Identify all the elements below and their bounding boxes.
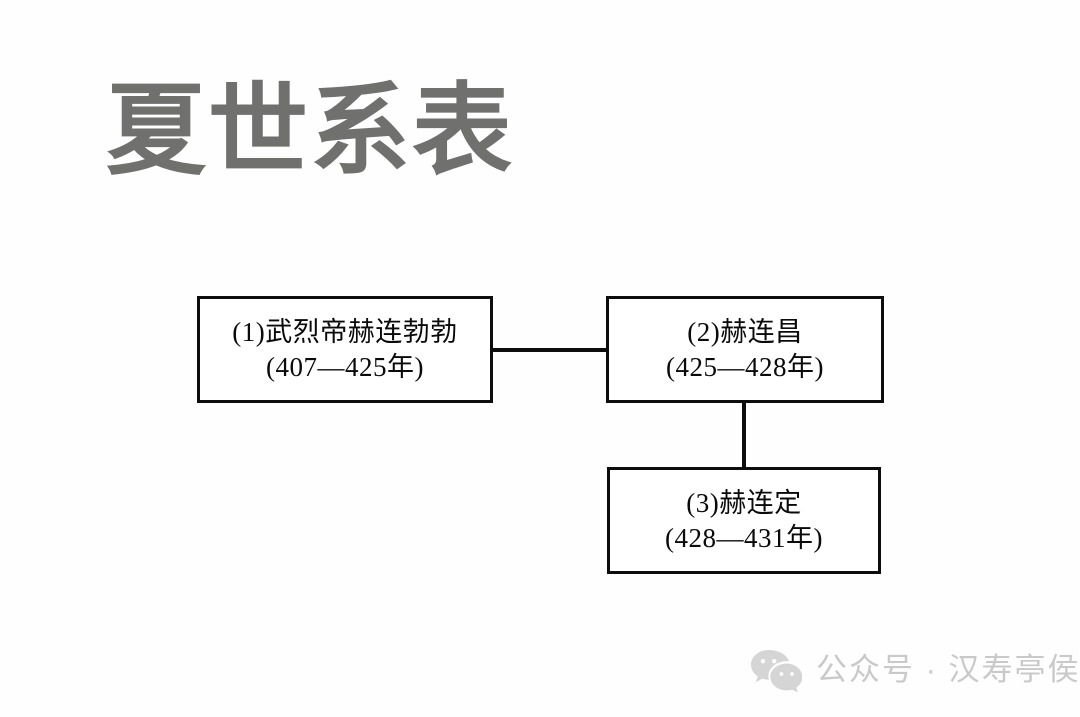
wechat-icon	[750, 648, 802, 692]
watermark-text: 公众号 · 汉寿亭侯	[816, 652, 1080, 687]
diagram-node-1-reign: (407—425年)	[266, 351, 424, 382]
diagram-node-3-reign: (428—431年)	[665, 522, 823, 553]
diagram-node-1-name: (1)武烈帝赫连勃勃	[232, 316, 458, 347]
diagram-node-3-name: (3)赫连定	[686, 487, 802, 518]
diagram-node-1: (1)武烈帝赫连勃勃 (407—425年)	[197, 296, 493, 403]
diagram-node-2: (2)赫连昌 (425—428年)	[606, 296, 884, 403]
diagram-node-3: (3)赫连定 (428—431年)	[607, 467, 881, 574]
watermark: 公众号 · 汉寿亭侯	[750, 648, 1080, 692]
connector-node1-node2	[491, 348, 608, 352]
diagram-node-2-reign: (425—428年)	[666, 351, 824, 382]
diagram-node-2-name: (2)赫连昌	[687, 316, 803, 347]
page-title: 夏世系表	[106, 75, 514, 187]
connector-node2-node3	[742, 401, 746, 469]
